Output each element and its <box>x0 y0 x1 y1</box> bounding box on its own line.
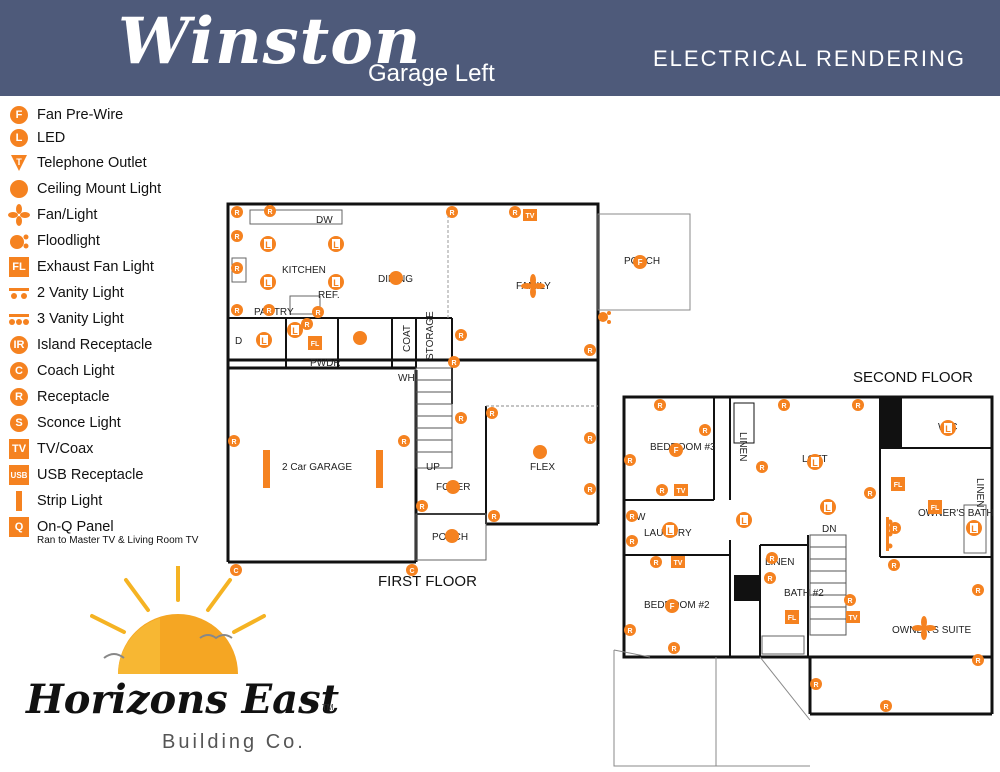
legend-item-3-vanity: 3 Vanity Light <box>8 307 124 331</box>
second-floor-label: SECOND FLOOR <box>853 369 974 386</box>
vanity-3-icon <box>9 314 29 325</box>
tv-coax-icon: TV <box>9 439 29 459</box>
exhaust-fan-icon: FL <box>9 257 29 277</box>
svg-text:WH: WH <box>398 373 415 384</box>
second-floor-plan: BEDROOM #3 LOFT WIC BEDROOM #2 LAUNDRY L… <box>613 395 994 767</box>
led-icon: L <box>10 129 28 147</box>
sconce-light-icon: S <box>10 414 28 432</box>
svg-text:DN: DN <box>822 524 836 535</box>
svg-text:STORAGE: STORAGE <box>425 311 436 360</box>
coach-light-icon: C <box>10 362 28 380</box>
legend-item-floodlight: Floodlight <box>8 229 100 253</box>
legend-item-receptacle: R Receptacle <box>8 385 110 409</box>
legend-item-fan-prewire: F Fan Pre-Wire <box>8 103 123 127</box>
fan-prewire-icon: F <box>10 106 28 124</box>
svg-text:LINEN: LINEN <box>765 557 794 568</box>
svg-text:OWNER'S BATH: OWNER'S BATH <box>918 508 994 519</box>
svg-text:COAT: COAT <box>402 325 413 352</box>
usb-receptacle-icon: USB <box>9 465 29 485</box>
legend-item-ceiling-light: Ceiling Mount Light <box>8 177 161 201</box>
floodlight-icon <box>10 234 29 249</box>
telephone-outlet-icon: T <box>11 155 27 171</box>
company-logo-subtitle: Building Co. <box>162 731 306 753</box>
legend-item-fan-light: Fan/Light <box>8 203 97 227</box>
legend-item-usb: USB USB Receptacle <box>9 465 144 485</box>
island-receptacle-icon: IR <box>10 336 28 354</box>
first-floor-label: FIRST FLOOR <box>378 573 477 590</box>
svg-text:UP: UP <box>426 462 440 473</box>
legend-item-exhaust-fan: FL Exhaust Fan Light <box>8 255 154 279</box>
svg-text:W: W <box>636 512 646 523</box>
legend-item-2-vanity: 2 Vanity Light <box>8 281 124 305</box>
strip-light-icon <box>16 491 22 511</box>
first-floor-plan: KITCHEN DINING FAMILY PORCH PANTRY REF. … <box>226 202 691 576</box>
svg-text:2 Car GARAGE: 2 Car GARAGE <box>282 462 352 473</box>
plan-subtitle: Garage Left <box>368 60 495 87</box>
legend-item-onq-panel: Q On-Q Panel Ran to Master TV & Living R… <box>8 515 198 546</box>
legend-item-coach-light: C Coach Light <box>8 359 114 383</box>
svg-text:DW: DW <box>316 215 333 226</box>
svg-text:BATH #2: BATH #2 <box>784 588 824 599</box>
company-logo-wordmark: Horizons East <box>26 676 340 723</box>
svg-text:LINEN: LINEN <box>737 432 748 461</box>
svg-text:KITCHEN: KITCHEN <box>282 265 326 276</box>
legend-item-sconce: S Sconce Light <box>8 411 121 435</box>
vanity-2-icon <box>9 288 29 299</box>
legend-item-island-receptacle: IR Island Receptacle <box>8 333 152 357</box>
receptacle-icon: R <box>10 388 28 406</box>
legend-item-led: L LED <box>8 126 65 150</box>
svg-text:LINEN: LINEN <box>974 478 985 507</box>
plan-title: Winston <box>118 4 422 79</box>
sunrise-logo-icon <box>90 566 266 674</box>
svg-text:D: D <box>235 336 242 347</box>
header-bar: Winston Garage Left ELECTRICAL RENDERING <box>0 0 1000 96</box>
document-type: ELECTRICAL RENDERING <box>652 46 966 71</box>
legend-item-tv-coax: TV TV/Coax <box>8 437 93 461</box>
legend-item-telephone: T Telephone Outlet <box>8 151 147 175</box>
legend-item-strip-light: Strip Light <box>8 489 102 513</box>
svg-text:PWDR: PWDR <box>310 358 341 369</box>
ceiling-light-icon <box>10 180 28 198</box>
onq-panel-icon: Q <box>9 517 29 537</box>
svg-text:REF.: REF. <box>318 290 340 301</box>
svg-text:T: T <box>16 157 22 167</box>
svg-text:BEDROOM #3: BEDROOM #3 <box>650 442 716 453</box>
svg-text:FLEX: FLEX <box>530 462 555 473</box>
fan-light-icon <box>8 204 30 226</box>
